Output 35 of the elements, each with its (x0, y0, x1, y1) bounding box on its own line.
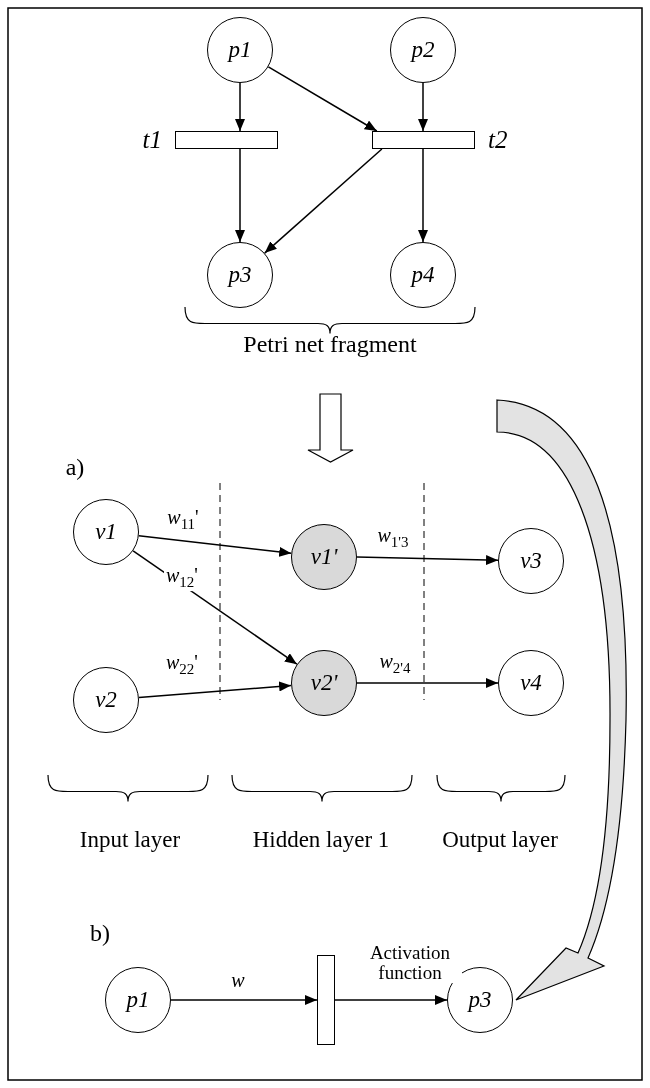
node-label: p3 (228, 262, 252, 288)
panel-label: b) (90, 919, 110, 947)
arrow (267, 66, 378, 132)
node-label: v2 (95, 687, 117, 713)
transition-label: t2 (488, 126, 508, 154)
arrow (170, 995, 318, 1005)
node-label: v1 (95, 519, 117, 545)
arrow (235, 148, 245, 243)
edge-label: w$_{12}$' (164, 565, 200, 591)
arrow (356, 555, 499, 566)
node-label: v2' (310, 670, 338, 696)
node-label: p2 (411, 37, 435, 63)
arrow (418, 82, 428, 132)
layer-label: Hidden layer 1 (252, 827, 390, 853)
node-label: p1 (228, 37, 252, 63)
arrow (235, 82, 245, 132)
node-label: p3 (468, 987, 492, 1013)
node-label: v4 (520, 670, 542, 696)
transition-bar (317, 955, 335, 1045)
arrow (418, 148, 428, 243)
arrow (334, 995, 448, 1005)
node-label: p4 (411, 262, 435, 288)
node-label: v3 (520, 548, 542, 574)
arrow (263, 148, 383, 254)
panel-label: a) (65, 453, 85, 481)
caption: Petri net fragment (243, 330, 417, 358)
node-label: v1' (310, 544, 338, 570)
transition-label: t1 (142, 126, 162, 154)
layer-label: Input layer (79, 827, 181, 853)
arrow (356, 678, 499, 688)
arrow (138, 535, 292, 557)
arrow (138, 681, 292, 699)
node-label: p1 (126, 987, 150, 1013)
layer-label: Output layer (442, 827, 558, 853)
curved-block-arrow (496, 399, 627, 1001)
